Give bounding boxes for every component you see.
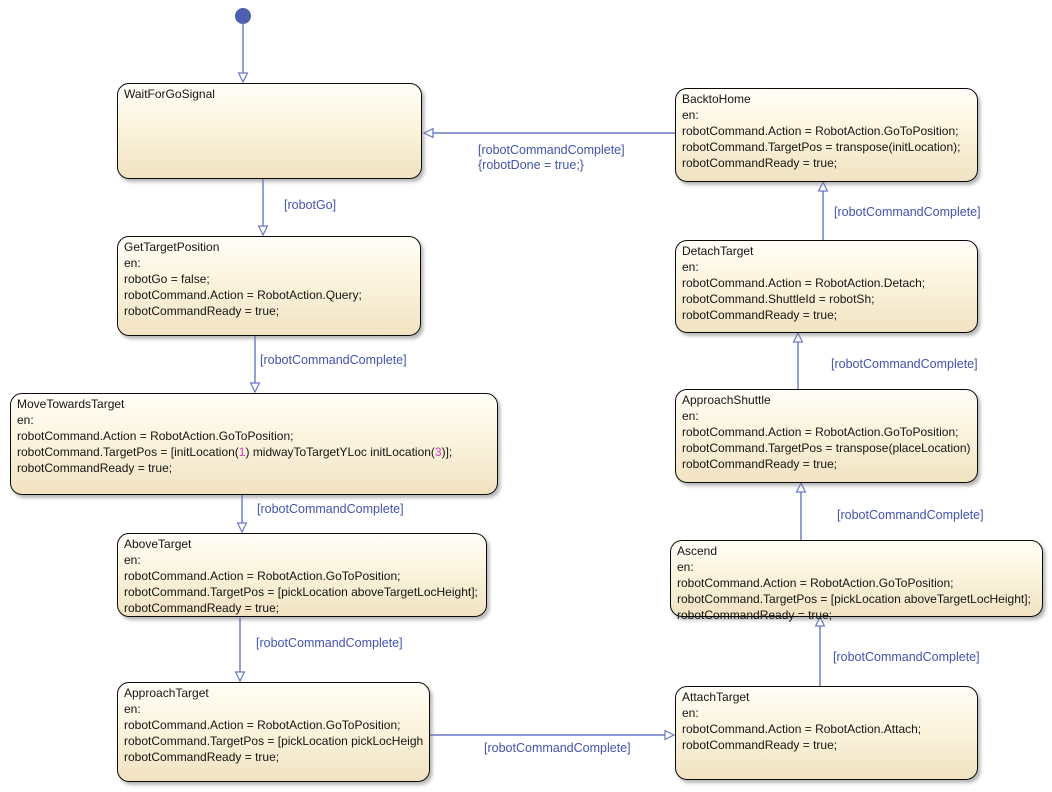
- transition-label-approach-to-attach[interactable]: [robotCommandComplete]: [484, 741, 631, 755]
- transition-action: {robotDone = true;}: [478, 158, 584, 172]
- entry-label: en:: [682, 706, 699, 720]
- state-wait-for-go-signal[interactable]: WaitForGoSignal: [117, 83, 422, 179]
- state-title: AboveTarget: [124, 537, 192, 551]
- state-code-line: robotCommandReady = true;: [124, 304, 280, 318]
- number-literal: 3: [434, 445, 442, 459]
- arrowhead-right-icon: [664, 729, 676, 741]
- arrowhead-down-icon: [237, 72, 249, 84]
- state-title: GetTargetPosition: [124, 240, 220, 254]
- state-title: ApproachTarget: [124, 686, 209, 700]
- entry-label: en:: [124, 256, 141, 270]
- transition-label-ascend-to-shuttle[interactable]: [robotCommandComplete]: [837, 508, 984, 522]
- state-code-line: robotCommand.Action = RobotAction.GoToPo…: [124, 569, 401, 583]
- arrowhead-down-icon: [257, 225, 269, 237]
- transition-label-detach-to-home[interactable]: [robotCommandComplete]: [834, 205, 981, 219]
- state-title: BacktoHome: [682, 92, 751, 106]
- state-code-line: robotCommand.Action = RobotAction.Detach…: [682, 276, 926, 290]
- state-title: MoveTowardsTarget: [17, 397, 125, 411]
- transition-label-above-to-approach[interactable]: [robotCommandComplete]: [256, 636, 403, 650]
- number-literal: 1: [238, 445, 246, 459]
- state-code-line: robotCommand.Action = RobotAction.GoToPo…: [682, 425, 959, 439]
- state-code-line: robotCommandReady = true;: [677, 608, 833, 622]
- state-code-line: robotCommandReady = true;: [17, 461, 173, 475]
- state-code-line: robotCommandReady = true;: [682, 457, 838, 471]
- state-move-towards-target[interactable]: MoveTowardsTarget en: robotCommand.Actio…: [10, 393, 498, 495]
- transition-label-home-to-wait[interactable]: [robotCommandComplete] {robotDone = true…: [478, 143, 625, 173]
- state-code-line: robotCommand.ShuttleId = robotSh;: [682, 292, 875, 306]
- entry-label: en:: [124, 702, 141, 716]
- state-code-line: robotCommandReady = true;: [682, 156, 838, 170]
- state-code-line: robotCommand.TargetPos = [pickLocation a…: [677, 592, 1031, 606]
- state-code-line: robotCommand.Action = RobotAction.GoToPo…: [17, 429, 294, 443]
- transition-condition: [robotCommandComplete]: [478, 143, 625, 157]
- state-code-line: robotCommand.Action = RobotAction.GoToPo…: [677, 576, 954, 590]
- state-title: AttachTarget: [682, 690, 750, 704]
- state-code-line: robotCommand.Action = RobotAction.GoToPo…: [682, 124, 959, 138]
- state-code-line: robotCommandReady = true;: [124, 750, 280, 764]
- state-get-target-position[interactable]: GetTargetPosition en: robotGo = false; r…: [117, 236, 421, 336]
- state-title: Ascend: [677, 544, 718, 558]
- state-title: WaitForGoSignal: [124, 87, 215, 101]
- arrowhead-down-icon: [234, 671, 246, 683]
- state-code-line: robotCommand.Action = RobotAction.GoToPo…: [124, 718, 401, 732]
- state-approach-target[interactable]: ApproachTarget en: robotCommand.Action =…: [117, 682, 430, 782]
- initial-state-marker[interactable]: [235, 8, 251, 24]
- state-code-line: robotCommand.TargetPos = [pickLocation a…: [124, 585, 478, 599]
- arrowhead-up-icon: [817, 180, 829, 192]
- state-title: DetachTarget: [682, 244, 754, 258]
- entry-label: en:: [124, 553, 141, 567]
- state-attach-target[interactable]: AttachTarget en: robotCommand.Action = R…: [675, 686, 978, 780]
- state-code-line: robotCommand.TargetPos = [pickLocation p…: [124, 734, 423, 748]
- state-title: ApproachShuttle: [682, 393, 771, 407]
- state-code-line: robotGo = false;: [124, 272, 210, 286]
- transition-label-shuttle-to-detach[interactable]: [robotCommandComplete]: [831, 357, 978, 371]
- arrowhead-up-icon: [795, 481, 807, 493]
- entry-label: en:: [682, 409, 699, 423]
- state-detach-target[interactable]: DetachTarget en: robotCommand.Action = R…: [675, 240, 978, 333]
- state-approach-shuttle[interactable]: ApproachShuttle en: robotCommand.Action …: [675, 389, 978, 483]
- transition-label-attach-to-ascend[interactable]: [robotCommandComplete]: [833, 650, 980, 664]
- state-code-line: robotCommand.TargetPos = [initLocation(1…: [17, 445, 453, 459]
- state-ascend[interactable]: Ascend en: robotCommand.Action = RobotAc…: [670, 540, 1043, 622]
- entry-label: en:: [682, 260, 699, 274]
- state-code-line: robotCommand.TargetPos = transpose(place…: [682, 441, 971, 455]
- arrowhead-up-icon: [792, 331, 804, 343]
- arrowhead-left-icon: [422, 127, 434, 139]
- state-code-line: robotCommand.TargetPos = transpose(initL…: [682, 140, 961, 154]
- entry-label: en:: [682, 108, 699, 122]
- entry-label: en:: [677, 560, 694, 574]
- state-code-line: robotCommandReady = true;: [682, 738, 838, 752]
- state-code-line: robotCommandReady = true;: [682, 308, 838, 322]
- state-backto-home[interactable]: BacktoHome en: robotCommand.Action = Rob…: [675, 88, 978, 182]
- transition-label-get-to-move[interactable]: [robotCommandComplete]: [260, 353, 407, 367]
- state-code-line: robotCommand.Action = RobotAction.Query;: [124, 288, 362, 302]
- entry-label: en:: [17, 413, 34, 427]
- state-above-target[interactable]: AboveTarget en: robotCommand.Action = Ro…: [117, 533, 487, 617]
- state-code-line: robotCommandReady = true;: [124, 601, 280, 615]
- state-code-line: robotCommand.Action = RobotAction.Attach…: [682, 722, 922, 736]
- transition-label-robotgo[interactable]: [robotGo]: [284, 198, 337, 212]
- arrowhead-up-icon: [814, 615, 826, 627]
- arrowhead-down-icon: [236, 522, 248, 534]
- transition-label-move-to-above[interactable]: [robotCommandComplete]: [257, 502, 404, 516]
- arrowhead-down-icon: [249, 382, 261, 394]
